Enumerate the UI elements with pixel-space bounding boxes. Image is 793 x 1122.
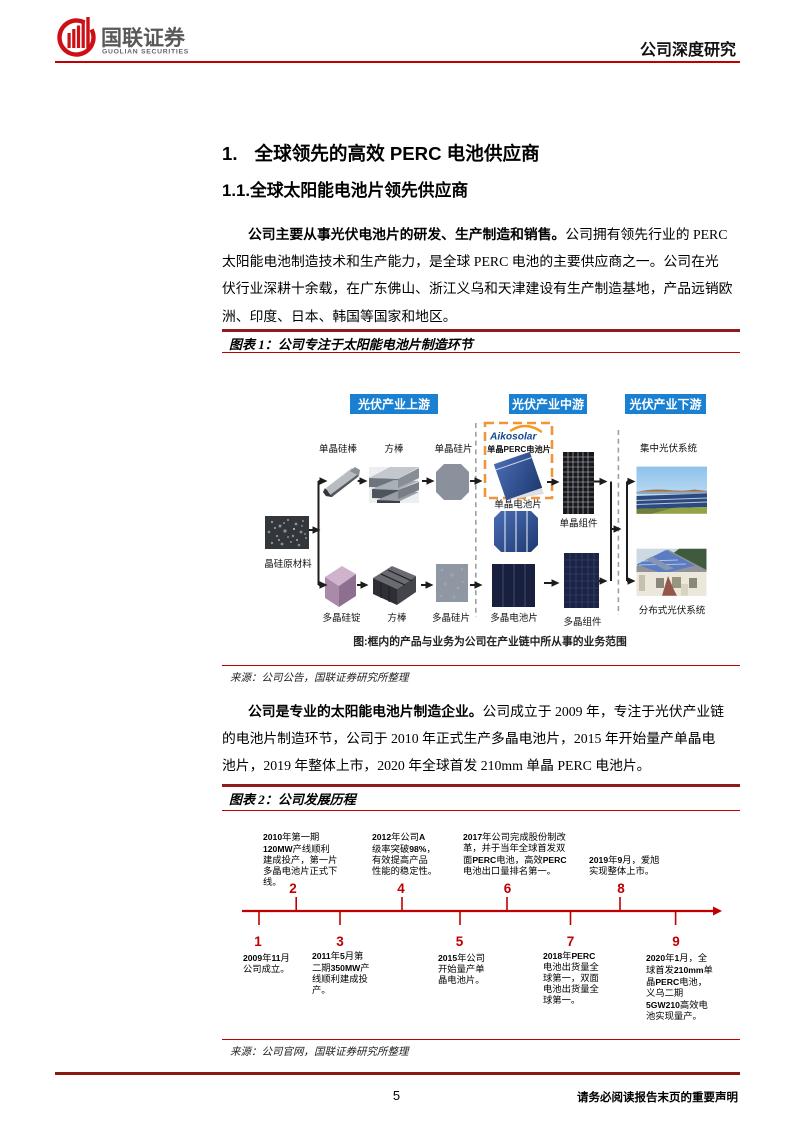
svg-text:3: 3 <box>336 934 344 949</box>
svg-text:多晶组件: 多晶组件 <box>563 616 602 628</box>
svg-text:多晶硅片: 多晶硅片 <box>432 612 470 624</box>
svg-text:7: 7 <box>567 934 575 949</box>
svg-text:2: 2 <box>289 881 297 896</box>
svg-text:单晶硅片: 单晶硅片 <box>434 443 472 455</box>
svg-text:方棒: 方棒 <box>384 443 404 455</box>
svg-text:光伏产业上游: 光伏产业上游 <box>357 397 430 412</box>
svg-text:Aikosolar: Aikosolar <box>489 432 537 443</box>
svg-text:9: 9 <box>672 934 680 949</box>
svg-text:图:框内的产品与业务为公司在产业链中所从事的业务范围: 图:框内的产品与业务为公司在产业链中所从事的业务范围 <box>353 634 627 648</box>
svg-text:单晶电池片: 单晶电池片 <box>494 499 542 511</box>
svg-text:4: 4 <box>397 881 405 896</box>
svg-text:晶硅原材料: 晶硅原材料 <box>264 558 312 570</box>
svg-text:1: 1 <box>254 934 262 949</box>
svg-text:GUOLIAN SECURITIES: GUOLIAN SECURITIES <box>102 49 189 56</box>
svg-text:光伏产业下游: 光伏产业下游 <box>628 397 701 412</box>
svg-text:5: 5 <box>456 934 464 949</box>
svg-text:方棒: 方棒 <box>387 612 407 624</box>
svg-text:集中光伏系统: 集中光伏系统 <box>640 443 698 455</box>
svg-text:分布式光伏系统: 分布式光伏系统 <box>639 605 706 617</box>
svg-text:单晶组件: 单晶组件 <box>559 518 598 530</box>
svg-text:8: 8 <box>617 881 625 896</box>
svg-text:多晶硅锭: 多晶硅锭 <box>322 612 361 624</box>
svg-text:6: 6 <box>504 881 512 896</box>
svg-text:国联证券: 国联证券 <box>101 26 186 50</box>
svg-text:光伏产业中游: 光伏产业中游 <box>511 397 584 412</box>
svg-text:单晶硅棒: 单晶硅棒 <box>319 443 358 455</box>
svg-text:多晶电池片: 多晶电池片 <box>490 612 538 624</box>
svg-text:单晶PERC电池片: 单晶PERC电池片 <box>487 444 551 454</box>
